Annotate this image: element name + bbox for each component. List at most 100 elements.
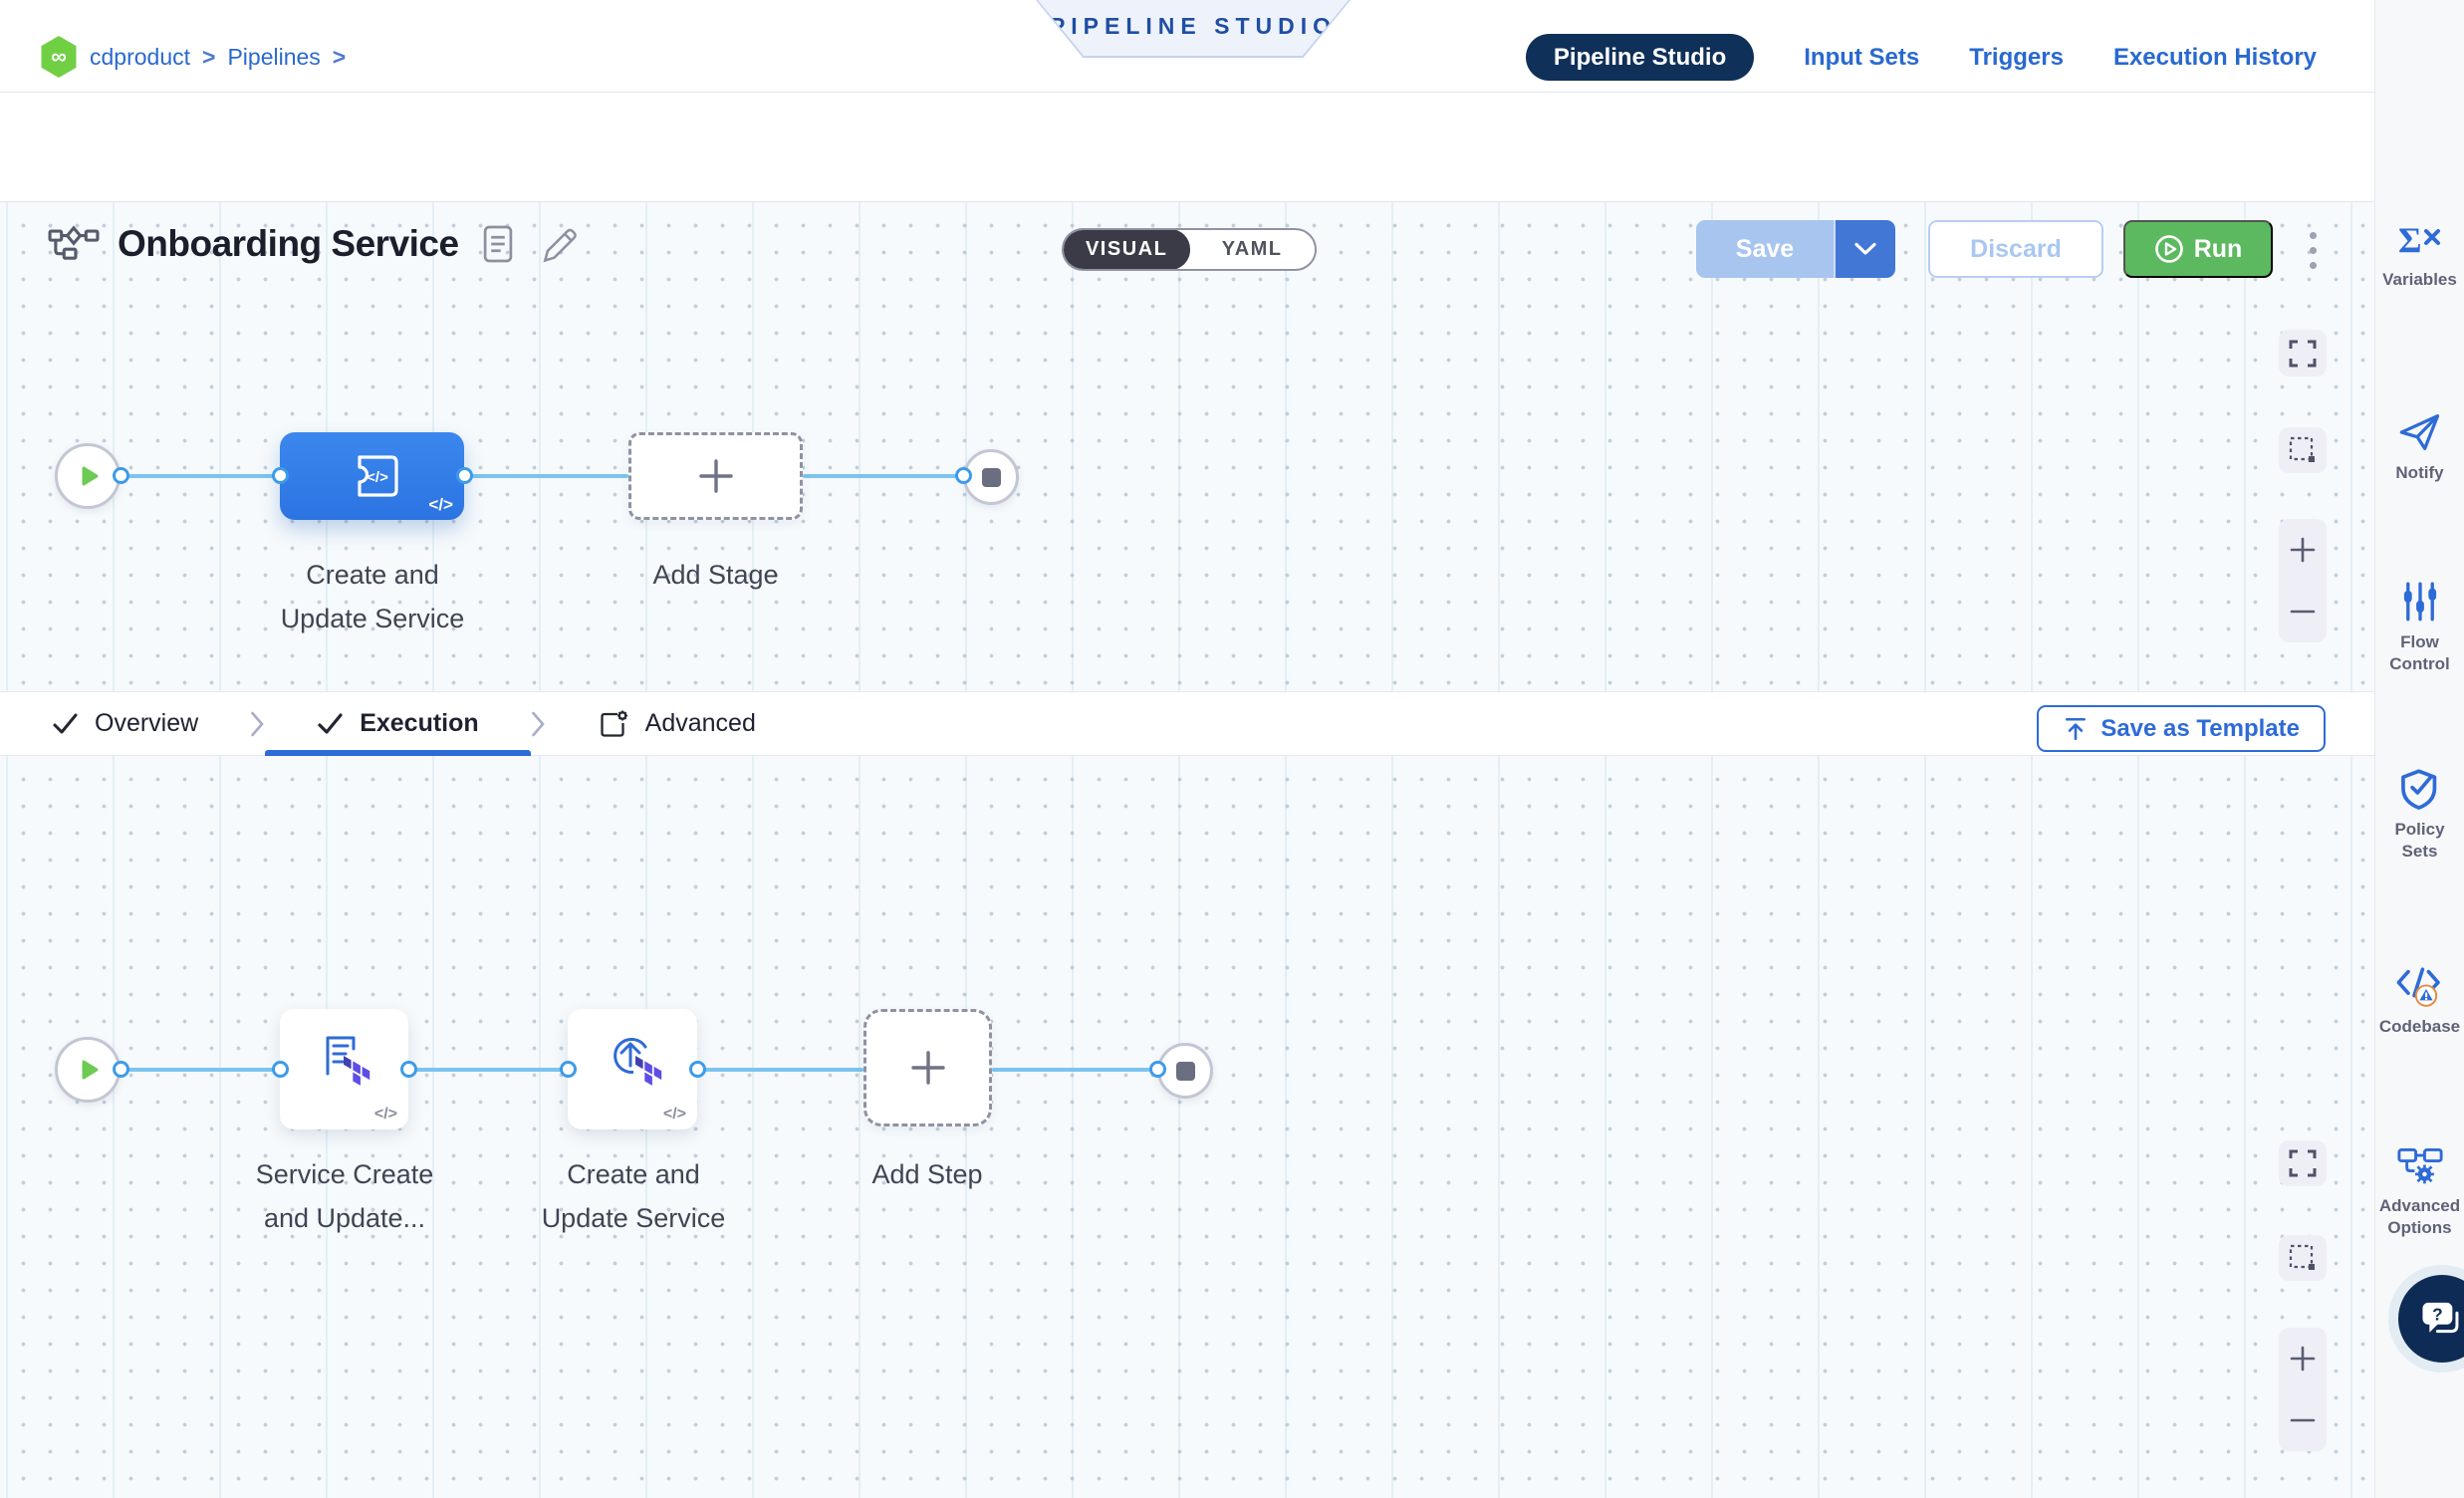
add-step-button[interactable] (863, 1009, 992, 1126)
check-icon (52, 712, 79, 736)
execution-step-canvas[interactable]: </> (0, 756, 2374, 1498)
stage-node-create-update-service[interactable]: </> </> (280, 432, 464, 520)
edge-start-to-step1 (121, 1068, 280, 1072)
breadcrumb-project-link[interactable]: cdproduct (90, 44, 190, 71)
tab-input-sets[interactable]: Input Sets (1804, 44, 1919, 72)
stage-label: Create and Update Service (242, 553, 503, 640)
check-icon (317, 712, 344, 736)
pipeline-start-node[interactable] (55, 443, 121, 509)
breadcrumb-separator: > (333, 44, 346, 71)
add-stage-button[interactable] (628, 432, 803, 520)
port-dot[interactable] (955, 467, 972, 484)
fullscreen-icon (2289, 1149, 2317, 1177)
save-as-template-button[interactable]: Save as Template (2037, 705, 2326, 752)
pipeline-header: Onboarding Service VISUAL YAML (0, 93, 2374, 202)
edit-pencil-icon[interactable] (539, 225, 577, 263)
edge-addstage-to-end (803, 474, 963, 478)
marquee-select-icon (2289, 1244, 2317, 1272)
multi-select-button[interactable] (2279, 427, 2327, 473)
tab-execution-history[interactable]: Execution History (2113, 44, 2317, 72)
sidebar-item-policy-sets[interactable]: Policy Sets (2375, 767, 2464, 863)
sidebar-item-variables[interactable]: Σ Variables (2375, 217, 2464, 291)
zoom-out-button[interactable] (2279, 581, 2327, 642)
breadcrumb: ∞ cdproduct > Pipelines > (40, 36, 346, 78)
zoom-in-button[interactable] (2279, 519, 2327, 581)
port-dot[interactable] (1149, 1061, 1166, 1078)
upload-icon (2063, 716, 2089, 742)
play-icon (82, 466, 99, 486)
fullscreen-button[interactable] (2279, 1140, 2327, 1186)
multi-select-button[interactable] (2279, 1235, 2327, 1281)
harness-logo-icon[interactable]: ∞ (40, 36, 78, 78)
visual-yaml-toggle: VISUAL YAML (1062, 228, 1317, 271)
stage-config-tabbar: Overview Execution Advanced (0, 691, 2374, 756)
top-navigation: Pipeline Studio Input Sets Triggers Exec… (1526, 34, 2317, 81)
zoom-controls (2279, 519, 2327, 642)
sidebar-item-codebase[interactable]: Codebase (2375, 964, 2464, 1038)
port-dot[interactable] (272, 467, 289, 484)
plus-icon (2288, 535, 2318, 565)
play-icon (82, 1060, 99, 1080)
add-stage-label: Add Stage (628, 553, 803, 597)
run-button[interactable]: Run (2123, 220, 2273, 278)
step2-label: Create and Update Service (503, 1152, 764, 1240)
update-service-step-icon (602, 1030, 663, 1088)
toggle-visual[interactable]: VISUAL (1063, 229, 1190, 270)
more-options-kebab-icon[interactable] (2293, 226, 2333, 274)
page-title: Onboarding Service (118, 223, 459, 265)
edge-stage-to-addstage (464, 474, 628, 478)
terraform-logo (344, 1056, 370, 1086)
play-circle-icon (2154, 234, 2184, 264)
plus-icon (694, 454, 738, 498)
step-node-create-update-service[interactable]: </> (568, 1009, 697, 1129)
plus-icon (2288, 1344, 2318, 1373)
tab-overview[interactable]: Overview (0, 692, 250, 755)
discard-button[interactable]: Discard (1928, 220, 2103, 278)
port-dot[interactable] (400, 1061, 417, 1078)
plus-icon (906, 1046, 950, 1090)
stop-icon (1176, 1062, 1195, 1081)
chevron-down-icon (1854, 242, 1876, 256)
edge-step2-to-addstep (697, 1068, 863, 1072)
notify-paper-plane-icon (2375, 410, 2464, 454)
fullscreen-button[interactable] (2279, 330, 2327, 376)
port-dot[interactable] (272, 1061, 289, 1078)
step-code-badge: </> (663, 1106, 686, 1124)
save-button[interactable]: Save (1696, 220, 1834, 278)
flow-control-sliders-icon (2375, 580, 2464, 624)
stop-icon (982, 468, 1001, 487)
chat-question-icon: ? (2419, 1298, 2464, 1340)
toggle-yaml[interactable]: YAML (1189, 230, 1315, 269)
banner-label: PIPELINE STUDIO (1050, 13, 1337, 44)
port-dot[interactable] (456, 467, 473, 484)
tab-triggers[interactable]: Triggers (1969, 44, 2064, 72)
port-dot[interactable] (113, 467, 129, 484)
zoom-out-button[interactable] (2279, 1389, 2327, 1451)
port-dot[interactable] (560, 1061, 577, 1078)
execution-start-node[interactable] (55, 1037, 121, 1103)
breadcrumb-pipelines-link[interactable]: Pipelines (227, 44, 320, 71)
sidebar-item-notify[interactable]: Notify (2375, 410, 2464, 484)
tab-execution[interactable]: Execution (265, 692, 530, 755)
port-dot[interactable] (113, 1061, 129, 1078)
svg-text:Σ: Σ (2398, 220, 2422, 259)
top-header-bar: ∞ cdproduct > Pipelines > PIPELINE STUDI… (0, 0, 2374, 93)
tab-pipeline-studio[interactable]: Pipeline Studio (1526, 34, 1754, 81)
step-node-service-create-update[interactable]: </> (280, 1009, 408, 1129)
port-dot[interactable] (689, 1061, 706, 1078)
stage-code-badge: </> (428, 495, 453, 515)
save-dropdown-button[interactable] (1834, 220, 1895, 278)
zoom-in-button[interactable] (2279, 1328, 2327, 1389)
minus-icon (2288, 597, 2318, 626)
fullscreen-icon (2289, 340, 2317, 368)
pipeline-studio-banner: PIPELINE STUDIO (1036, 0, 1351, 58)
tab-advanced[interactable]: Advanced (546, 692, 808, 755)
advanced-settings-icon (598, 709, 629, 739)
sidebar-item-flow-control[interactable]: Flow Control (2375, 580, 2464, 675)
main-column: ∞ cdproduct > Pipelines > PIPELINE STUDI… (0, 0, 2374, 1498)
step-code-badge: </> (374, 1106, 397, 1124)
pipeline-notes-icon[interactable] (483, 225, 513, 263)
minus-icon (2288, 1405, 2318, 1435)
sidebar-item-advanced-options[interactable]: Advanced Options (2375, 1143, 2464, 1239)
